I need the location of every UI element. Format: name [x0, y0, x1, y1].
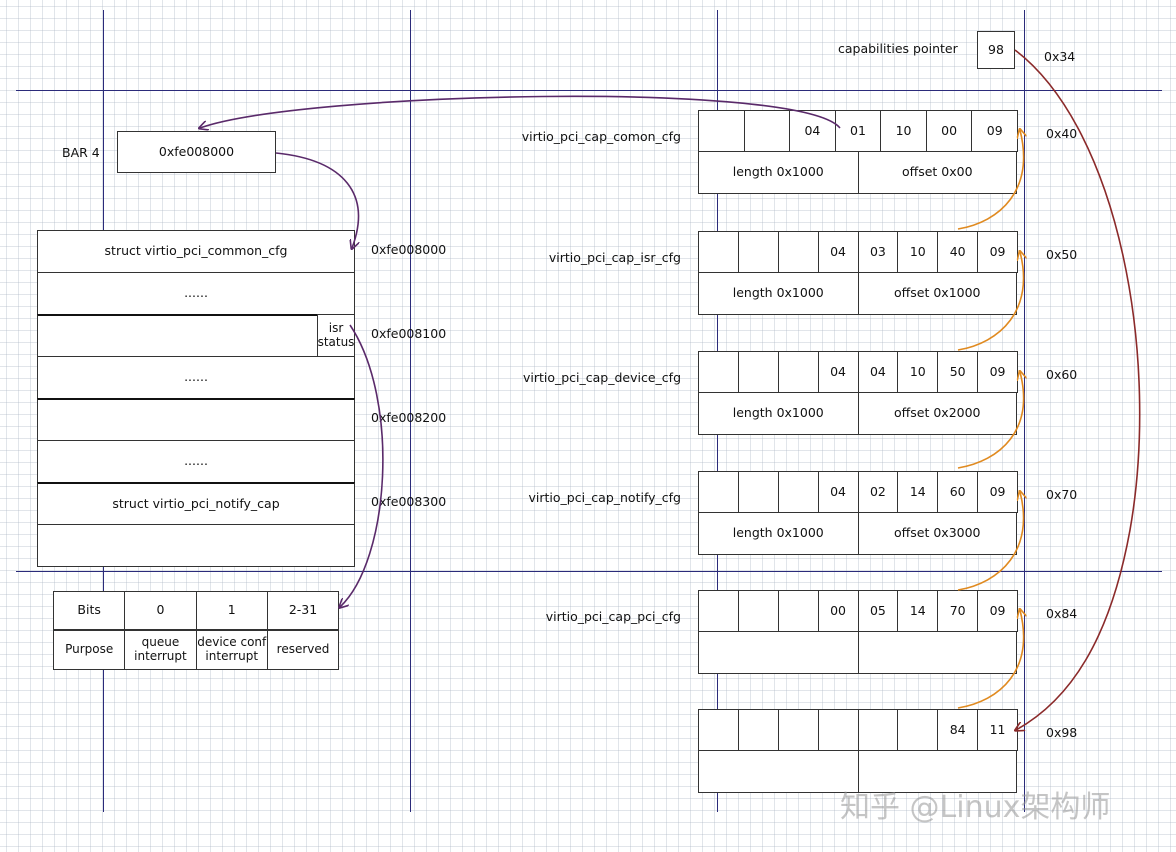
capabilities-pointer-offset: 0x34: [1044, 49, 1076, 64]
arrow-common-offset-to-bar: [200, 95, 841, 128]
cap-byte-cell: 09: [977, 471, 1018, 513]
arrow-notify-cap-to-device-cap: [957, 372, 1024, 469]
arrow-isr-to-bit-table: [340, 324, 384, 607]
cap-byte-cell: 00: [817, 590, 859, 632]
isr-table-cell: Purpose: [53, 630, 126, 670]
guide-line-v2: [410, 10, 411, 812]
memory-address: 0xfe008100: [371, 326, 447, 341]
isr-table-cell: reserved: [266, 630, 340, 670]
cap-offset-cell: [857, 631, 1017, 674]
capabilities-pointer-label: capabilities pointer: [838, 41, 958, 56]
arrow-capabilities-pointer-to-last-cap: [1015, 49, 1141, 730]
cap-offset-cell: offset 0x2000: [857, 392, 1017, 435]
cap-name-label: virtio_pci_cap_notify_cfg: [528, 490, 681, 505]
cap-name-label: virtio_pci_cap_device_cfg: [522, 370, 681, 385]
cap-byte-cell: 10: [897, 231, 939, 273]
memory-address: 0xfe008200: [371, 410, 447, 425]
cap-byte-cell: 00: [925, 110, 973, 152]
memory-row: ......: [37, 356, 355, 399]
cap-byte-cell: [777, 231, 819, 273]
cap-offset-cell: [857, 750, 1017, 793]
cap-byte-cell: 03: [857, 231, 899, 273]
cap-address-label: 0x60: [1046, 367, 1078, 382]
cap-offset-cell: offset 0x3000: [857, 512, 1017, 555]
memory-address: 0xfe008300: [371, 494, 447, 509]
memory-row: [37, 524, 355, 567]
bar-label: BAR 4: [62, 145, 100, 160]
cap-byte-cell: 14: [897, 590, 939, 632]
cap-address-label: 0x50: [1046, 247, 1078, 262]
memory-address: 0xfe008000: [371, 242, 447, 257]
arrow-isr-cap-to-common-cap: [957, 130, 1024, 230]
guide-line-h2: [16, 571, 1162, 572]
arrow-pci-cap-to-notify-cap: [957, 492, 1024, 591]
guide-line-h1: [16, 90, 1162, 91]
cap-offset-cell: offset 0x00: [857, 151, 1017, 194]
cap-address-label: 0x84: [1046, 606, 1078, 621]
cap-byte-cell: [698, 231, 739, 273]
cap-byte-cell: [737, 231, 779, 273]
isr-table-cell: queue interrupt: [124, 630, 197, 670]
cap-byte-cell: [743, 110, 791, 152]
cap-length-cell: length 0x1000: [698, 512, 859, 555]
cap-address-label: 0x70: [1046, 487, 1078, 502]
arrow-bar-to-common-cfg: [275, 152, 358, 248]
cap-byte-cell: 70: [937, 590, 979, 632]
cap-length-cell: length 0x1000: [698, 392, 859, 435]
cap-byte-cell: [737, 351, 779, 393]
bar-value: 0xfe008000: [117, 131, 276, 173]
cap-byte-cell: [698, 709, 739, 751]
cap-name-label: virtio_pci_cap_pci_cfg: [545, 609, 681, 624]
isr-table-header-cell: 0: [124, 591, 197, 630]
isr-table-header-cell: 1: [195, 591, 268, 630]
capabilities-pointer-value: 98: [977, 31, 1015, 69]
cap-offset-cell: offset 0x1000: [857, 272, 1017, 315]
memory-row: ......: [37, 440, 355, 483]
cap-address-label: 0x98: [1046, 725, 1078, 740]
cap-length-cell: [698, 750, 859, 793]
cap-byte-cell: 05: [857, 590, 899, 632]
cap-length-cell: length 0x1000: [698, 272, 859, 315]
isr-table-header-cell: Bits: [53, 591, 126, 630]
cap-byte-cell: 14: [897, 471, 939, 513]
guide-line-v4: [1024, 10, 1025, 812]
arrow-last-cap-to-pci-cap: [957, 610, 1024, 709]
cap-byte-cell: [777, 709, 819, 751]
cap-name-label: virtio_pci_cap_comon_cfg: [521, 129, 681, 144]
arrow-device-cap-to-isr-cap: [957, 252, 1024, 351]
cap-length-cell: [698, 631, 859, 674]
cap-name-label: virtio_pci_cap_isr_cfg: [548, 250, 681, 265]
isr-table-header-cell: 2-31: [266, 591, 340, 630]
isr-table-cell: device conf interrupt: [195, 630, 268, 670]
cap-byte-cell: [857, 709, 899, 751]
cap-byte-cell: 09: [977, 351, 1018, 393]
cap-length-cell: length 0x1000: [698, 151, 859, 194]
cap-address-label: 0x40: [1046, 126, 1078, 141]
watermark: 知乎 @Linux架构师: [840, 790, 1111, 825]
